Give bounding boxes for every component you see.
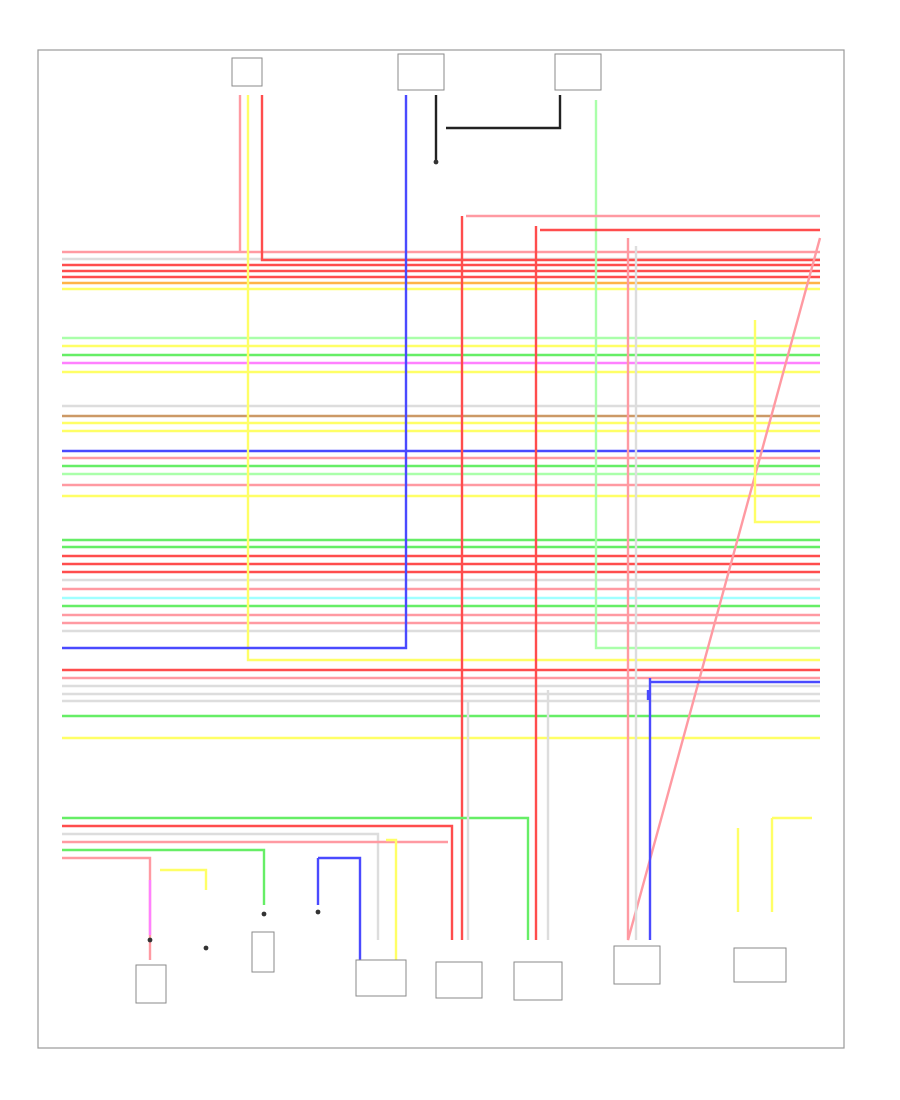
branch-wire <box>770 816 812 912</box>
diagram-frame <box>37 49 845 1049</box>
branch-wire <box>648 678 820 940</box>
branch-wire-group <box>62 95 822 960</box>
branch-wire <box>62 816 530 940</box>
branch-wire <box>160 868 208 890</box>
branch-wire <box>62 824 454 940</box>
branch-wire <box>62 95 408 650</box>
component-box <box>613 945 661 985</box>
branch-wire <box>62 848 266 905</box>
ground-icon <box>203 945 209 951</box>
component-box <box>554 53 602 91</box>
ground-icon <box>433 159 439 165</box>
component-box <box>513 961 563 1001</box>
component-box <box>435 961 483 999</box>
branch-wire <box>446 95 562 130</box>
branch-wire <box>246 95 820 662</box>
bus-wire-group <box>62 250 820 740</box>
component-box <box>355 959 407 997</box>
ground-icon <box>147 937 153 943</box>
component-box <box>397 53 445 91</box>
component-box <box>733 947 787 983</box>
ground-icon <box>261 911 267 917</box>
branch-wire <box>62 832 380 940</box>
component-box <box>251 931 275 973</box>
branch-wire <box>260 95 820 262</box>
branch-wire <box>753 320 820 524</box>
component-box <box>231 57 263 87</box>
ground-icon <box>315 909 321 915</box>
branch-wire <box>318 856 362 960</box>
component-box <box>135 964 167 1004</box>
component-group <box>135 53 787 1004</box>
branch-wire <box>62 856 152 960</box>
branch-wire <box>386 838 398 960</box>
branch-wire <box>594 100 820 650</box>
